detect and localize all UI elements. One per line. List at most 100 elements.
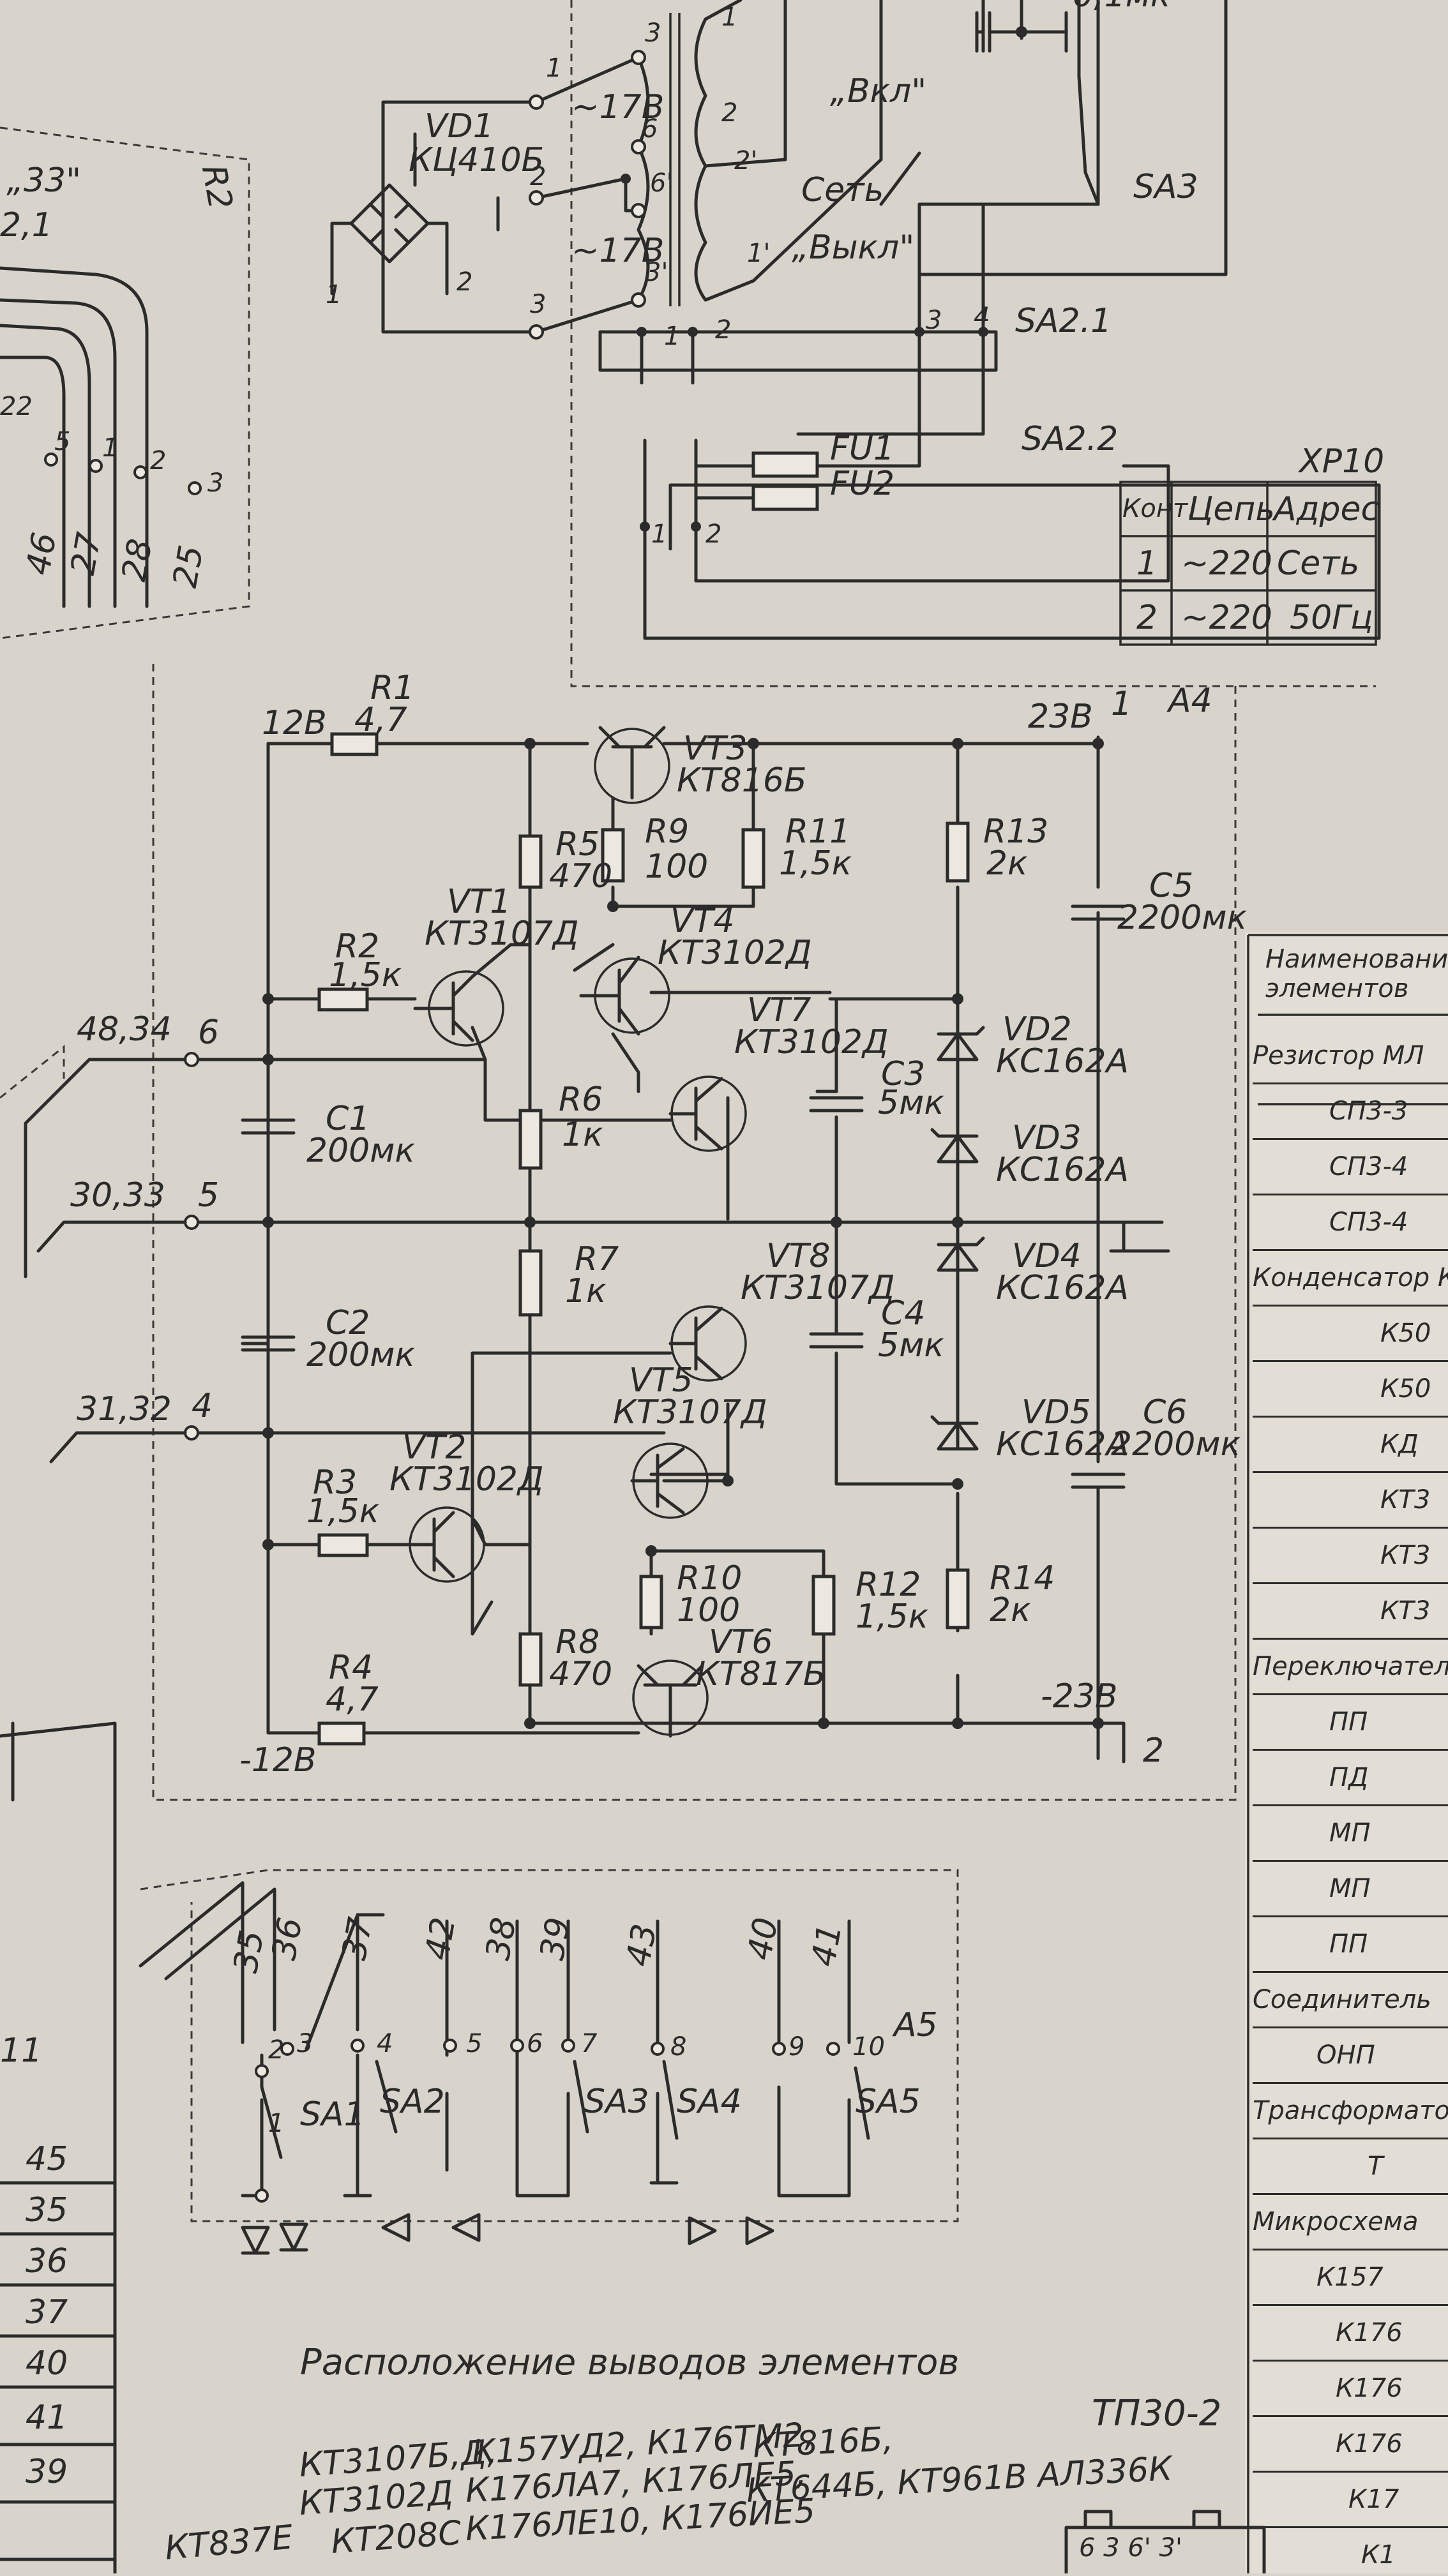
vd1-bridge xyxy=(330,132,449,296)
sa21-pin-2: 2 xyxy=(715,315,731,345)
vd2-type: КС162А xyxy=(996,1042,1129,1081)
vd1-out-2: 2 xyxy=(456,267,472,297)
bom-item: К176 xyxy=(1253,2306,1448,2362)
sw-pin-5: 5 xyxy=(466,2029,482,2058)
left-wire-2: 28 xyxy=(115,536,160,585)
r12-val: 1,5к xyxy=(856,1598,929,1636)
bom-item: К1 xyxy=(1253,2528,1448,2572)
bom-item: Соединитель xyxy=(1253,1973,1448,2028)
vt7-type: КТ3102Д xyxy=(734,1023,889,1061)
r4-val: 4,7 xyxy=(326,1681,379,1719)
tr-pin-6: 6 xyxy=(642,114,658,144)
label-q11: 11 xyxy=(0,2032,42,2070)
resistors xyxy=(317,732,970,1746)
c3-ref: C3 xyxy=(881,1055,925,1093)
wire-37: 37 xyxy=(335,1915,381,1963)
left-top-pin-2: 2 xyxy=(150,446,166,476)
vt2-ref: VT2 xyxy=(402,1428,466,1467)
r14-val: 2к xyxy=(990,1591,1031,1629)
xp10-r0c0: 1 xyxy=(1136,544,1158,583)
xp10-h2: Адрес xyxy=(1272,490,1379,528)
xp10-title: XP10 xyxy=(1297,442,1384,481)
label-sa22: SA2.2 xyxy=(1022,420,1118,458)
vd5-type: КС162А xyxy=(996,1425,1129,1464)
strip-41: 41 xyxy=(26,2399,68,2437)
bom-item: Микросхема xyxy=(1253,2195,1448,2250)
power-terminals xyxy=(529,50,988,532)
pinout-title: Расположение выводов элементов xyxy=(300,2342,959,2383)
label-on: „Вкл" xyxy=(830,72,926,110)
r4-ref: R4 xyxy=(329,1649,373,1687)
led-indicators xyxy=(241,2213,774,2255)
wire-36: 36 xyxy=(265,1915,310,1963)
switch-wiring xyxy=(139,1881,870,2198)
r12-ref: R12 xyxy=(856,1566,921,1604)
label-q22: 22 xyxy=(0,392,33,421)
strip-45: 45 xyxy=(26,2140,68,2178)
xp10-r0c1: ~220 xyxy=(1181,544,1272,583)
c5-ref: C5 xyxy=(1149,867,1193,905)
vt8-type: КТ3107Д xyxy=(741,1269,895,1307)
bom-item: Резистор МЛ xyxy=(1253,1029,1448,1084)
vt3-type: КТ816Б xyxy=(677,761,807,800)
bom-table xyxy=(1247,934,1448,2573)
r2-val: 1,5к xyxy=(329,956,402,994)
wire-38: 38 xyxy=(479,1915,524,1963)
bom-item: КТ3 xyxy=(1253,1473,1448,1529)
bom-item: СП3-3 xyxy=(1253,1084,1448,1140)
tr-17v-a: ~17В xyxy=(571,88,664,126)
label-net: Сеть xyxy=(801,171,884,209)
input-31-32: 31,32 xyxy=(77,1390,172,1428)
vd5-ref: VD5 xyxy=(1022,1393,1091,1432)
vt1-ref: VT1 xyxy=(447,883,511,921)
top-capacitor xyxy=(975,11,1081,53)
tr-17v-b: ~17В xyxy=(571,232,664,270)
net-m23v: -23В xyxy=(1041,1677,1118,1716)
wire-42: 42 xyxy=(418,1915,464,1963)
sa22-pin-1: 1 xyxy=(651,520,667,549)
bom-item: СП3-4 xyxy=(1253,1140,1448,1195)
vd3-type: КС162А xyxy=(996,1151,1129,1189)
vd4-ref: VD4 xyxy=(1012,1237,1082,1275)
net-23v: 23В xyxy=(1028,698,1093,736)
package-pins: 6 3 6' 3' xyxy=(1079,2533,1182,2563)
xp10-r1c0: 2 xyxy=(1136,599,1158,637)
cap-top-value: 0,1мк xyxy=(1073,0,1171,15)
pinout-part-6: КТ816Б, xyxy=(752,2420,894,2466)
vt4-ref: VT4 xyxy=(670,902,734,940)
left-wire-1: 27 xyxy=(64,530,109,578)
sw-pin-7: 7 xyxy=(581,2029,598,2058)
xp10-h1: Цепь xyxy=(1188,490,1275,528)
r8-val: 470 xyxy=(549,1655,612,1693)
vd4-type: КС162А xyxy=(996,1269,1129,1307)
sw-pin-2: 2 xyxy=(268,2035,284,2065)
r9-ref: R9 xyxy=(645,812,689,851)
c1-val: 200мк xyxy=(306,1132,415,1170)
sw-pin-1: 1 xyxy=(268,2109,284,2138)
c2-ref: C2 xyxy=(326,1304,370,1342)
regulator-wiring xyxy=(190,735,1170,1764)
label-sa3-top: SA3 xyxy=(1133,168,1198,206)
c3-val: 5мк xyxy=(878,1084,944,1122)
transistors xyxy=(394,726,747,1738)
r8-ref: R8 xyxy=(555,1623,600,1661)
bom-item: ПД xyxy=(1253,1751,1448,1806)
sa21-pin-4: 4 xyxy=(974,303,990,332)
net-m12v: -12В xyxy=(239,1741,317,1779)
net-23v-pin: 1 xyxy=(1111,685,1132,723)
xp10-h0: Конт. xyxy=(1122,494,1196,523)
vd1-out-1: 1 xyxy=(326,280,342,310)
tr-pin-2: 2 xyxy=(721,98,737,128)
bom-item: К50 xyxy=(1253,1307,1448,1362)
bom-item: КД xyxy=(1253,1418,1448,1473)
sheet-title: ТП30-2 xyxy=(1092,2393,1221,2434)
label-off: „Выкл" xyxy=(792,228,914,267)
wire-41: 41 xyxy=(804,1921,850,1970)
fu1-label: FU1 xyxy=(830,430,894,468)
bom-item: Переключатель xyxy=(1253,1640,1448,1695)
r7-ref: R7 xyxy=(575,1240,619,1278)
sa4-label: SA4 xyxy=(677,2083,742,2121)
r11-val: 1,5к xyxy=(779,844,852,883)
input-terminals xyxy=(184,1052,199,1441)
